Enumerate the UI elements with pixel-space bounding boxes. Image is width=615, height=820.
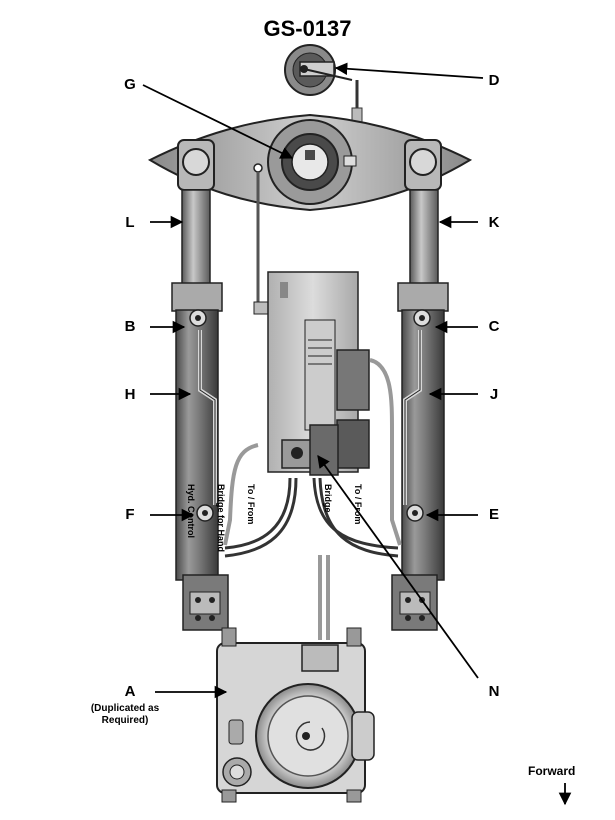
callout-l: L — [125, 214, 135, 231]
callout-h: H — [124, 386, 136, 403]
callout-f: F — [125, 506, 135, 523]
pump-unit — [216, 627, 375, 803]
right-ram — [391, 189, 449, 631]
callout-j: J — [489, 386, 499, 403]
left-ram — [171, 189, 229, 631]
control-panel — [267, 271, 370, 476]
callout-g: G — [124, 76, 136, 93]
callout-a-note: (Duplicated as Required) — [90, 703, 160, 726]
tiller-yoke — [147, 113, 473, 212]
callout-n: N — [488, 683, 500, 700]
callout-k: K — [488, 214, 500, 231]
callout-e: E — [488, 506, 499, 523]
callout-d: D — [488, 72, 500, 89]
callout-a: A — [124, 683, 136, 700]
hydraulic-hoses — [223, 358, 402, 640]
hand-control-note: To / From Bridge for Hand Hyd. Control — [186, 484, 256, 553]
forward-label: Forward — [528, 764, 576, 778]
callout-b: B — [124, 318, 136, 335]
callout-arrows — [142, 62, 572, 806]
bridge-note: To / From Bridge — [323, 484, 363, 525]
callout-c: C — [488, 318, 500, 335]
diagram-title: GS-0137 — [263, 16, 352, 41]
